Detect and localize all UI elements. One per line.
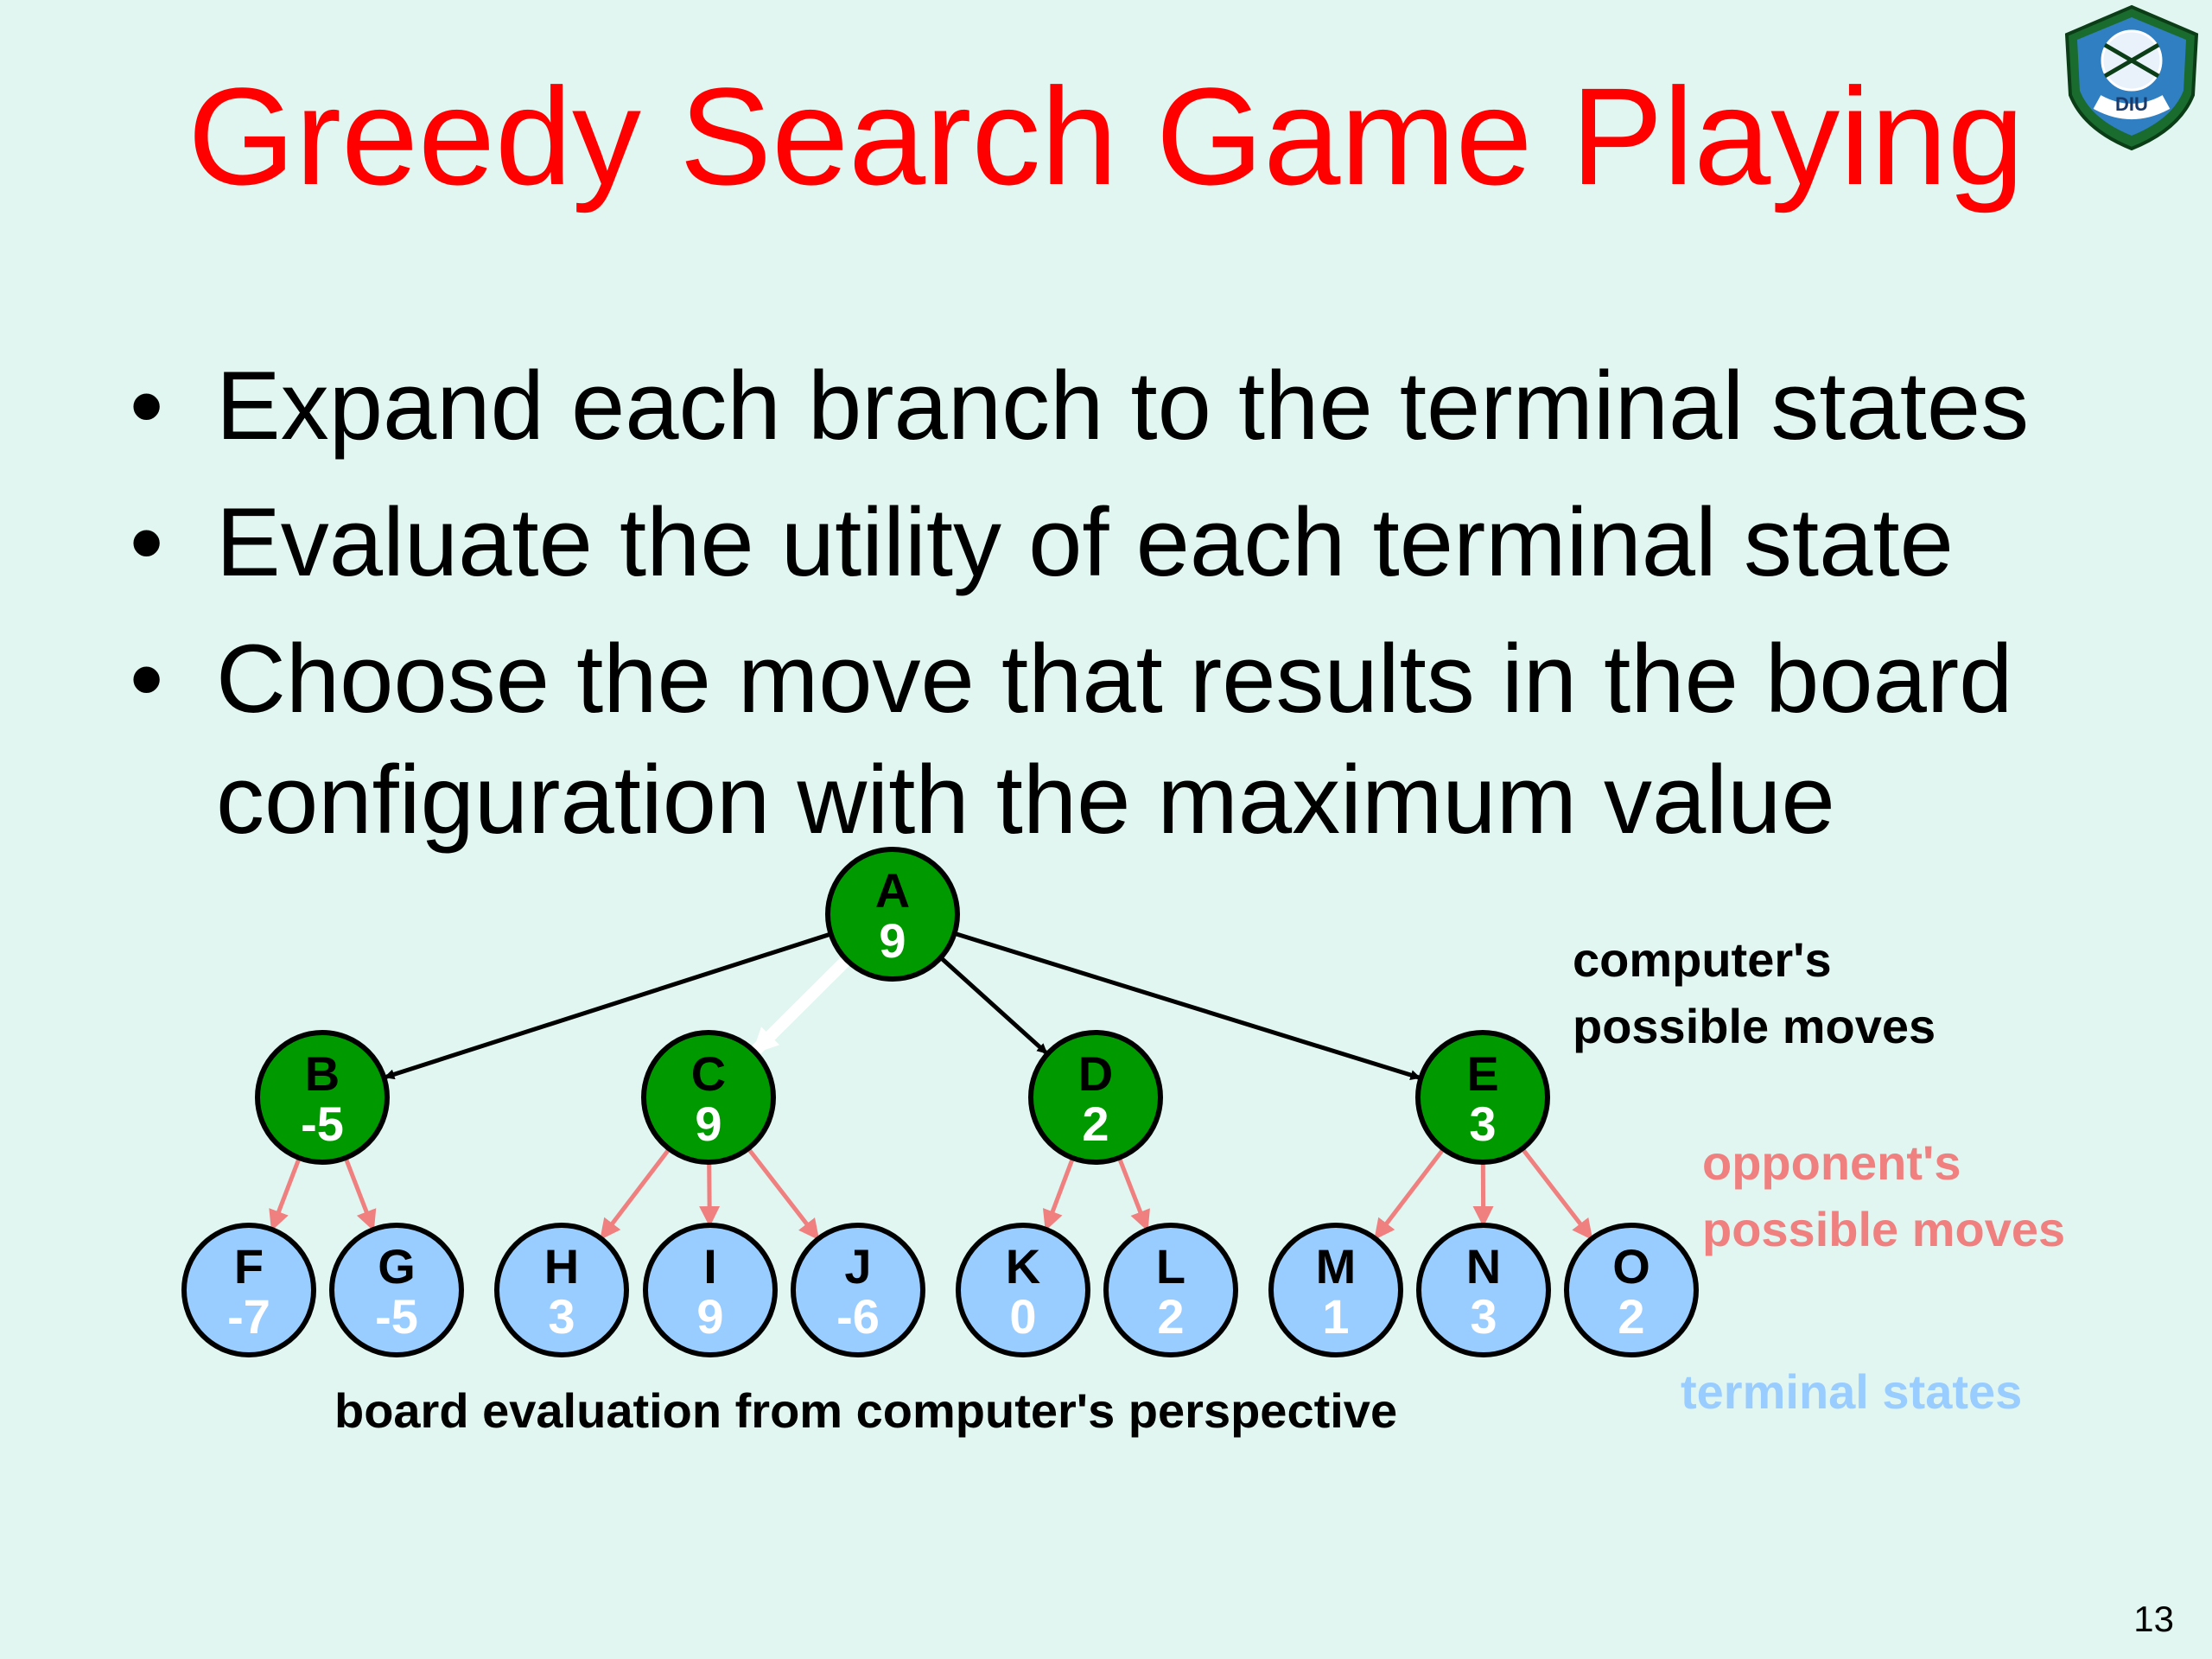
edge-e-o: [1520, 1147, 1593, 1241]
node-circle: [643, 1223, 778, 1357]
computer-moves-label-line2: possible moves: [1573, 999, 1936, 1053]
node-label: E: [1466, 1046, 1498, 1101]
tree-node-a: A9: [825, 847, 960, 982]
node-circle: [641, 1030, 776, 1165]
node-circle: [1268, 1223, 1403, 1357]
tree-node-c: C9: [641, 1030, 776, 1165]
bullet-item: • Expand each branch to the terminal sta…: [130, 346, 2117, 467]
bullet-dot: •: [130, 352, 164, 460]
node-label: C: [691, 1046, 726, 1101]
tree-node-n: N3: [1416, 1223, 1551, 1357]
node-label: I: [703, 1239, 717, 1294]
node-label: K: [1006, 1239, 1040, 1294]
edge-a-b: [384, 931, 832, 1080]
node-circle: [1416, 1223, 1551, 1357]
node-circle: [791, 1223, 925, 1357]
tree-node-o: O2: [1564, 1223, 1699, 1357]
edge-d-l: [1116, 1156, 1150, 1231]
node-label: O: [1612, 1239, 1650, 1294]
node-circle: [329, 1223, 464, 1357]
node-value: 3: [1470, 1289, 1497, 1344]
node-label: H: [544, 1239, 579, 1294]
node-value: 9: [879, 913, 906, 968]
tree-node-m: M1: [1268, 1223, 1403, 1357]
university-logo-icon: DIU: [2064, 4, 2199, 151]
slide-title: Greedy Search Game Playing: [188, 59, 2024, 213]
node-label: J: [844, 1239, 871, 1294]
node-label: M: [1316, 1239, 1357, 1294]
bullet-text: Evaluate the utility of each terminal st…: [216, 488, 1954, 596]
computer-moves-label-line1: computer's: [1573, 932, 1832, 987]
bullet-text: Expand each branch to the terminal state…: [216, 352, 2030, 460]
bullet-dot: •: [130, 625, 164, 733]
node-circle: [494, 1223, 629, 1357]
node-label: F: [234, 1239, 264, 1294]
tree-node-e: E3: [1415, 1030, 1550, 1165]
edge-a-d: [939, 956, 1048, 1055]
tree-node-h: H3: [494, 1223, 629, 1357]
tree-node-d: D2: [1028, 1030, 1163, 1165]
node-value: 2: [1157, 1289, 1184, 1344]
edge-c-j: [746, 1147, 820, 1241]
node-label: A: [875, 863, 910, 918]
bullet-dot: •: [130, 488, 164, 596]
edge-e-m: [1374, 1147, 1446, 1240]
node-value: -5: [375, 1289, 418, 1344]
node-circle: [1415, 1030, 1550, 1165]
tree-node-l: L2: [1103, 1223, 1238, 1357]
tree-edges: [269, 931, 1593, 1241]
node-circle: [1103, 1223, 1238, 1357]
opponent-moves-label-line1: opponent's: [1702, 1135, 1961, 1190]
node-label: B: [305, 1046, 340, 1101]
node-circle: [956, 1223, 1090, 1357]
edge-b-g: [343, 1157, 377, 1231]
edge-a-e: [953, 931, 1421, 1080]
terminal-states-label: terminal states: [1681, 1364, 2022, 1419]
node-value: -5: [301, 1096, 344, 1151]
node-value: -6: [836, 1289, 880, 1344]
edge-a-c: [751, 955, 851, 1055]
tree-node-i: I9: [643, 1223, 778, 1357]
bullet-list: • Expand each branch to the terminal sta…: [130, 346, 2117, 876]
bullet-text: Choose the move that results in the boar…: [216, 625, 2013, 854]
tree-node-j: J-6: [791, 1223, 925, 1357]
node-value: 3: [1469, 1096, 1496, 1151]
tree-node-f: F-7: [181, 1223, 316, 1357]
node-circle: [181, 1223, 316, 1357]
node-circle: [255, 1030, 390, 1165]
logo-text: DIU: [2115, 93, 2148, 115]
node-circle: [825, 847, 960, 982]
opponent-moves-label-line2: possible moves: [1702, 1202, 2065, 1256]
page-number: 13: [2133, 1599, 2174, 1639]
node-value: 9: [695, 1096, 721, 1151]
node-circle: [1028, 1030, 1163, 1165]
bullet-item: • Choose the move that results in the bo…: [130, 619, 2117, 861]
node-circle: [1564, 1223, 1699, 1357]
node-value: -7: [227, 1289, 270, 1344]
edge-b-f: [269, 1157, 302, 1231]
board-evaluation-label: board evaluation from computer's perspec…: [334, 1383, 1397, 1438]
tree-node-g: G-5: [329, 1223, 464, 1357]
node-value: 3: [548, 1289, 575, 1344]
node-value: 9: [696, 1289, 723, 1344]
bullet-item: • Evaluate the utility of each terminal …: [130, 482, 2117, 603]
node-label: D: [1078, 1046, 1113, 1101]
tree-node-k: K0: [956, 1223, 1090, 1357]
node-value: 2: [1082, 1096, 1109, 1151]
edge-d-k: [1042, 1157, 1075, 1231]
node-label: N: [1466, 1239, 1501, 1294]
node-value: 1: [1322, 1289, 1349, 1344]
node-value: 0: [1009, 1289, 1036, 1344]
node-label: G: [378, 1239, 416, 1294]
edge-c-h: [600, 1147, 671, 1240]
edge-c-i: [699, 1161, 721, 1228]
node-label: L: [1156, 1239, 1185, 1294]
tree-node-b: B-5: [255, 1030, 390, 1165]
node-value: 2: [1618, 1289, 1644, 1344]
